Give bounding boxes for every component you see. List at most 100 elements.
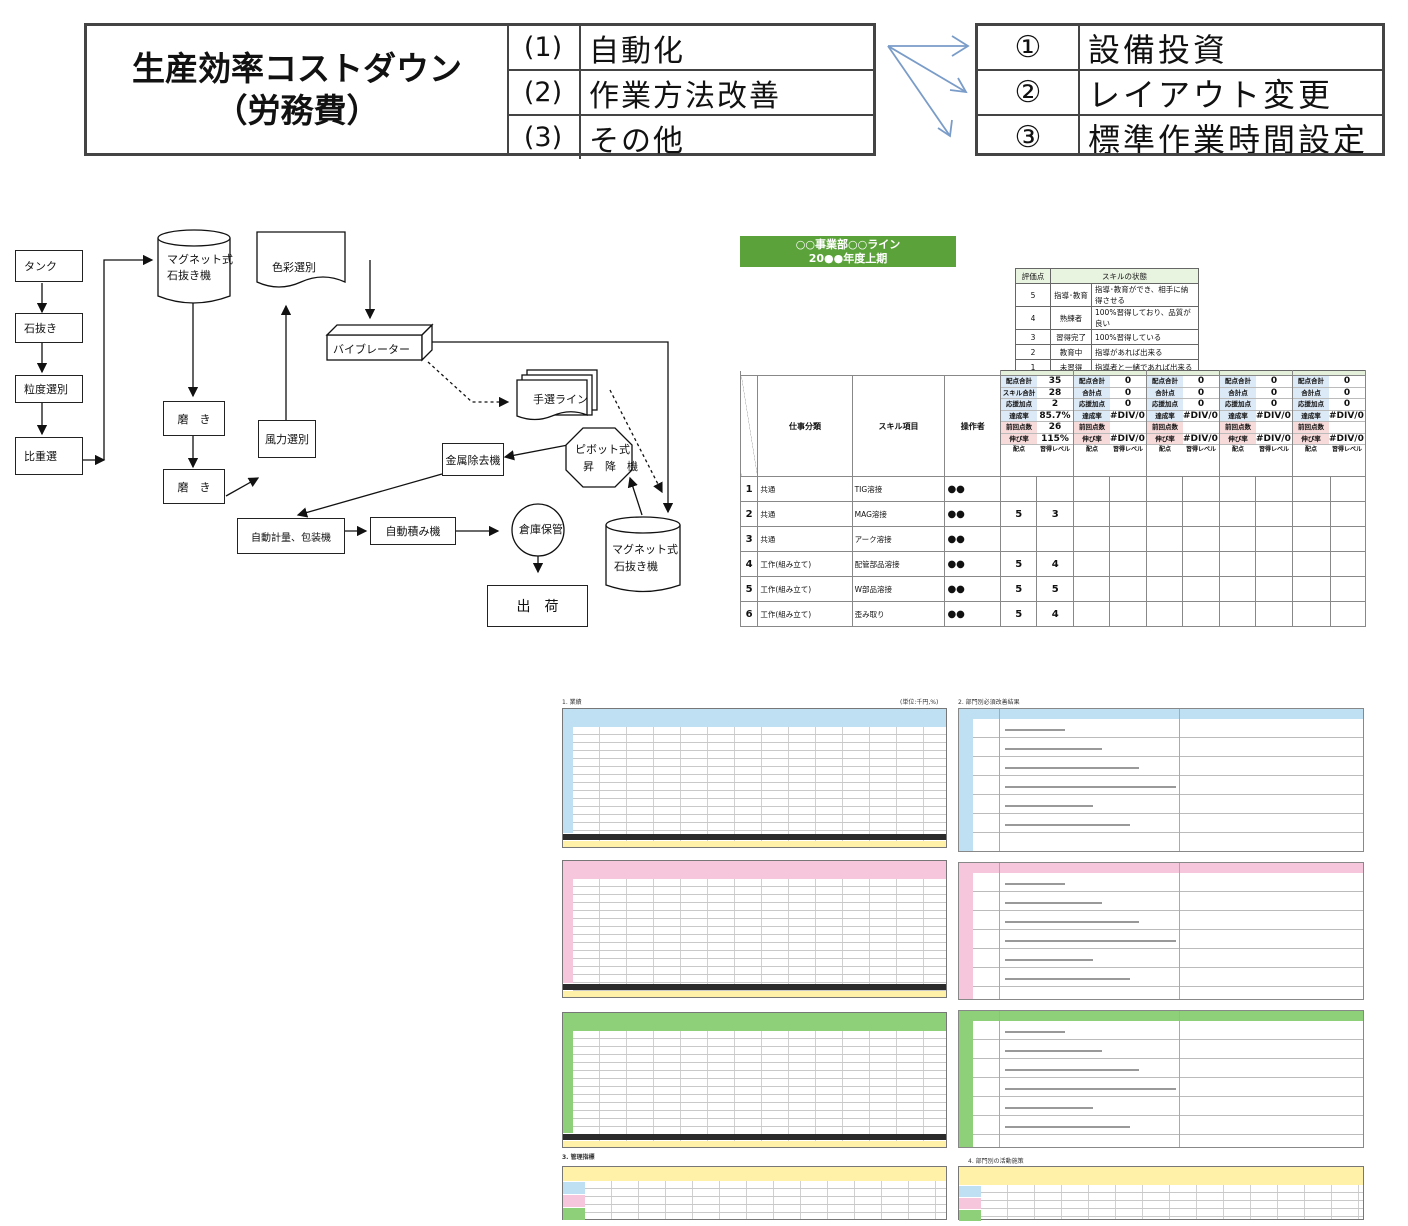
summary-footer-label: 習得レベル xyxy=(1185,446,1216,453)
row-job-class: 共通 xyxy=(757,501,853,527)
summary-footer-label: 配点 xyxy=(1012,446,1025,453)
thumb-header-band xyxy=(563,861,946,879)
row-skill-item: 配管部品溶接 xyxy=(851,551,946,577)
report-text-line xyxy=(1005,940,1176,942)
summary-label: 配点合計 xyxy=(1292,376,1329,388)
row-skill-item: 歪み取り xyxy=(851,601,946,627)
thumb-ratio-bar xyxy=(563,991,946,997)
summary-footer-label: 習得レベル xyxy=(1039,446,1070,453)
row-job-class: 工作(組み立て) xyxy=(757,601,853,627)
management-indicator-table xyxy=(562,1166,947,1220)
empty-cell xyxy=(1291,576,1331,602)
summary-label: 伸び率 xyxy=(1073,433,1110,445)
hand-line-label: 手選ライン xyxy=(533,393,588,406)
summary-value: #DIV/0! xyxy=(1182,433,1219,445)
flow-arrow xyxy=(503,444,569,461)
category-number: (1) xyxy=(507,26,581,69)
legend-desc: 指導があれば出来る xyxy=(1091,344,1199,360)
row-job-class: 工作(組み立て) xyxy=(757,551,853,577)
row-score: 5 xyxy=(999,601,1038,627)
empty-cell xyxy=(1255,476,1293,502)
report-text-line xyxy=(1005,805,1093,807)
method-number: ③ xyxy=(978,116,1080,153)
summary-label: 伸び率 xyxy=(1146,433,1183,445)
summary-value: #DIV/0! xyxy=(1255,410,1292,422)
category-row: (3) その他 xyxy=(507,116,873,159)
report-text-line xyxy=(1005,883,1065,885)
method-label: レイアウト変更 xyxy=(1088,75,1334,114)
dept-grid xyxy=(981,1185,1363,1219)
arrow-shaft xyxy=(887,45,967,93)
empty-cell xyxy=(1109,501,1147,527)
skill-matrix-banner: ○○事業部○○ライン 20●●年度上期 xyxy=(740,236,956,267)
summary-label: 合計点 xyxy=(1146,387,1183,399)
summary-label: 合計点 xyxy=(1292,387,1329,399)
row-level xyxy=(1036,526,1074,552)
summary-label: 配点合計 xyxy=(1219,376,1256,388)
empty-cell xyxy=(1145,576,1184,602)
flow-step-polish-1: 磨 き xyxy=(163,401,225,436)
report-divider xyxy=(1179,863,1180,999)
empty-cell xyxy=(1291,526,1331,552)
summary-value: 2 xyxy=(1036,399,1073,411)
summary-footer-label: 習得レベル xyxy=(1331,446,1362,453)
empty-cell xyxy=(1072,576,1111,602)
flow-step-grain-sort: 粒度選別 xyxy=(15,375,83,403)
summary-label: 達成率 xyxy=(1146,410,1183,422)
thumb-grid xyxy=(573,1031,946,1147)
summary-value: 0 xyxy=(1109,376,1146,388)
method-label: 設備投資 xyxy=(1088,30,1229,69)
mgmt-header-band xyxy=(563,1167,946,1181)
thumb-header-band xyxy=(563,709,946,727)
empty-cell xyxy=(1072,526,1111,552)
category-number: (3) xyxy=(507,116,581,159)
report-section-3-title: 3. 管理指標 xyxy=(562,1154,595,1161)
legend-desc: 100%習得している xyxy=(1091,329,1199,345)
legend-row: 3 習得完了 100%習得している xyxy=(1015,329,1199,345)
flow-step-polish-2: 磨 き xyxy=(163,469,225,504)
summary-label: 応援加点 xyxy=(1146,399,1183,411)
empty-cell xyxy=(1329,476,1366,502)
report-text-line xyxy=(1005,1031,1065,1033)
row-number: 4 xyxy=(739,551,759,577)
magnet-a-cylinder-top xyxy=(157,229,231,247)
report-header-band xyxy=(959,863,1363,873)
summary-value: 0 xyxy=(1182,388,1219,399)
row-skill-item: TIG溶接 xyxy=(851,476,946,502)
summary-label: 応援加点 xyxy=(1073,399,1110,411)
dept-row-marker xyxy=(959,1210,981,1221)
summary-label: 伸び率 xyxy=(1219,433,1256,445)
summary-value: 0 xyxy=(1255,376,1292,388)
summary-label: 達成率 xyxy=(1000,410,1037,422)
empty-cell xyxy=(1109,476,1147,502)
report-text-line xyxy=(1005,1126,1130,1128)
report-lines xyxy=(973,873,1363,999)
report-text-line xyxy=(1005,786,1176,788)
color-sort-label: 色彩選別 xyxy=(272,261,316,274)
row-number: 2 xyxy=(739,501,759,527)
method-row: ③ 標準作業時間設定 xyxy=(978,116,1382,156)
cost-down-title: 生産効率コストダウン （労務費） xyxy=(87,26,509,153)
empty-cell xyxy=(1145,526,1184,552)
summary-footer-label: 習得レベル xyxy=(1112,446,1143,453)
legend-desc: 指導･教育ができ、相手に納得させる xyxy=(1091,283,1199,307)
row-number: 1 xyxy=(739,476,759,502)
mgmt-row-marker xyxy=(563,1208,585,1220)
arrow-shaft xyxy=(887,45,951,137)
flow-arrow xyxy=(627,476,643,516)
empty-cell xyxy=(1072,551,1111,577)
method-table: ① 設備投資 ② レイアウト変更 ③ 標準作業時間設定 xyxy=(975,23,1385,156)
category-label: 自動化 xyxy=(589,33,685,69)
summary-value: #DIV/0! xyxy=(1328,433,1365,445)
dept-row-marker xyxy=(959,1186,981,1197)
method-label: 標準作業時間設定 xyxy=(1088,120,1369,156)
thumb-header-band xyxy=(563,1013,946,1031)
thumb-side-band xyxy=(563,879,573,983)
row-score: 5 xyxy=(999,551,1038,577)
empty-cell xyxy=(1255,601,1293,627)
thumb-total-bar xyxy=(563,834,946,840)
